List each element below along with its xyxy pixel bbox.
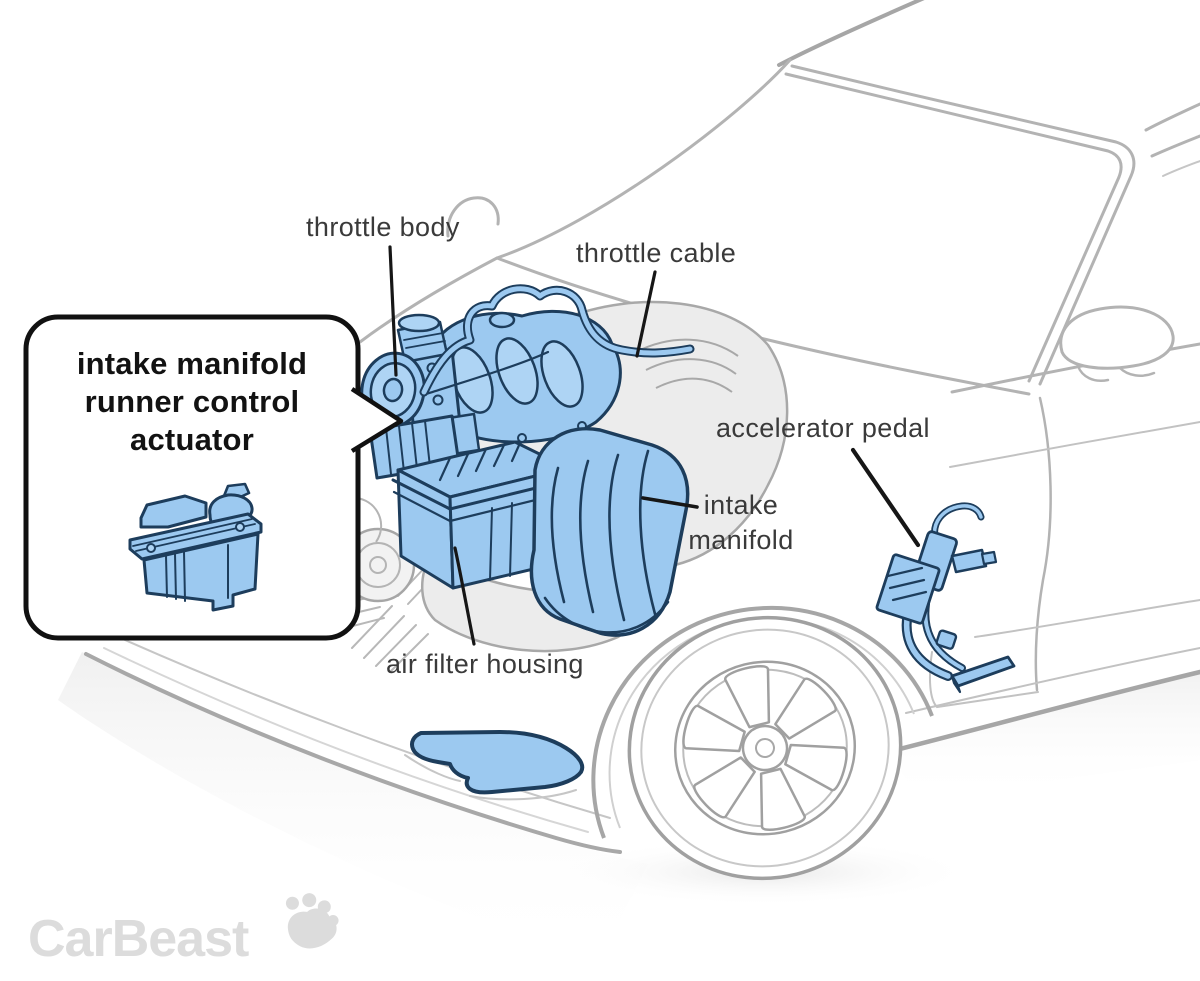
leader-throttle-body [388,245,398,377]
leader-air-filter [453,546,476,646]
windshield-top-inner [790,64,1136,386]
callout-title-line2: runner control [85,384,300,419]
foglight-echo-1 [404,754,461,782]
car-body-outline [358,0,1200,755]
wheel-cap [755,738,775,758]
bumper-crease-1 [115,635,611,819]
label-intake-manifold-line1: intake [704,490,778,520]
front-wheel [591,605,934,881]
sill-line [905,647,1200,714]
pulley-hub [369,556,387,574]
callout-tail-fill [352,388,401,452]
bumper-lower-edge [84,652,622,854]
rocker-line [885,669,1200,755]
throttle-cable-part [419,284,695,397]
door-crease-top [949,421,1200,468]
cowl-bump [446,196,500,238]
bumper-crease-2 [103,647,589,833]
wheel-arch [591,605,934,839]
door-bottom-frame [928,651,1039,709]
tire-inner [640,628,890,868]
paw-icon [285,893,339,949]
intake-manifold-part [529,427,690,637]
callout-tail-outline [350,387,404,453]
rocker-shadow [888,674,1200,800]
roof-edge [777,0,925,67]
intake-plenum [424,309,622,444]
side-mirror [1059,305,1175,370]
callout-title-line3: actuator [130,422,254,457]
roof-rail-2 [1150,134,1200,158]
foglight-highlight [410,730,585,795]
valve-cover-ribs [635,338,739,393]
callout: intake manifold runner control actuator [23,314,404,641]
leader-lines [388,245,921,646]
windshield-top-outer [784,72,1123,383]
mirror-arm-1 [1076,364,1110,382]
label-air-filter-housing: air filter housing [386,649,584,679]
callout-box [23,314,361,641]
wheel-spokes [682,664,848,832]
brand-name: CarBeast [28,910,249,968]
wheel-group [627,615,903,881]
label-accelerator-pedal: accelerator pedal [716,413,930,443]
cowl-line [495,256,1031,396]
front-bumper [84,561,622,854]
door-edge [1034,396,1052,692]
brand-logo: CarBeast [28,893,339,968]
windshield-left-edge [358,58,792,344]
label-intake-manifold-line2: manifold [688,525,793,555]
roof-rail-3 [1162,160,1200,177]
door-crease-bottom [974,599,1200,638]
wheel-hub [741,724,789,772]
label-throttle-body: throttle body [306,212,460,242]
part-labels: throttle body throttle cable accelerator… [306,212,930,679]
actuator-icon [128,482,263,612]
bumper-shadow [58,652,648,960]
engine-highlighted-parts [360,284,695,637]
mirror-arm-2 [1118,366,1156,377]
foglight-echo-2 [469,789,577,801]
label-throttle-cable: throttle cable [576,238,736,268]
roof-rail-1 [1144,102,1200,132]
leader-accelerator-pedal [850,447,921,548]
leader-throttle-cable [635,270,657,358]
callout-title-line1: intake manifold [77,346,307,381]
leader-intake-manifold [641,496,699,509]
accelerator-pedal-part [875,502,1016,694]
